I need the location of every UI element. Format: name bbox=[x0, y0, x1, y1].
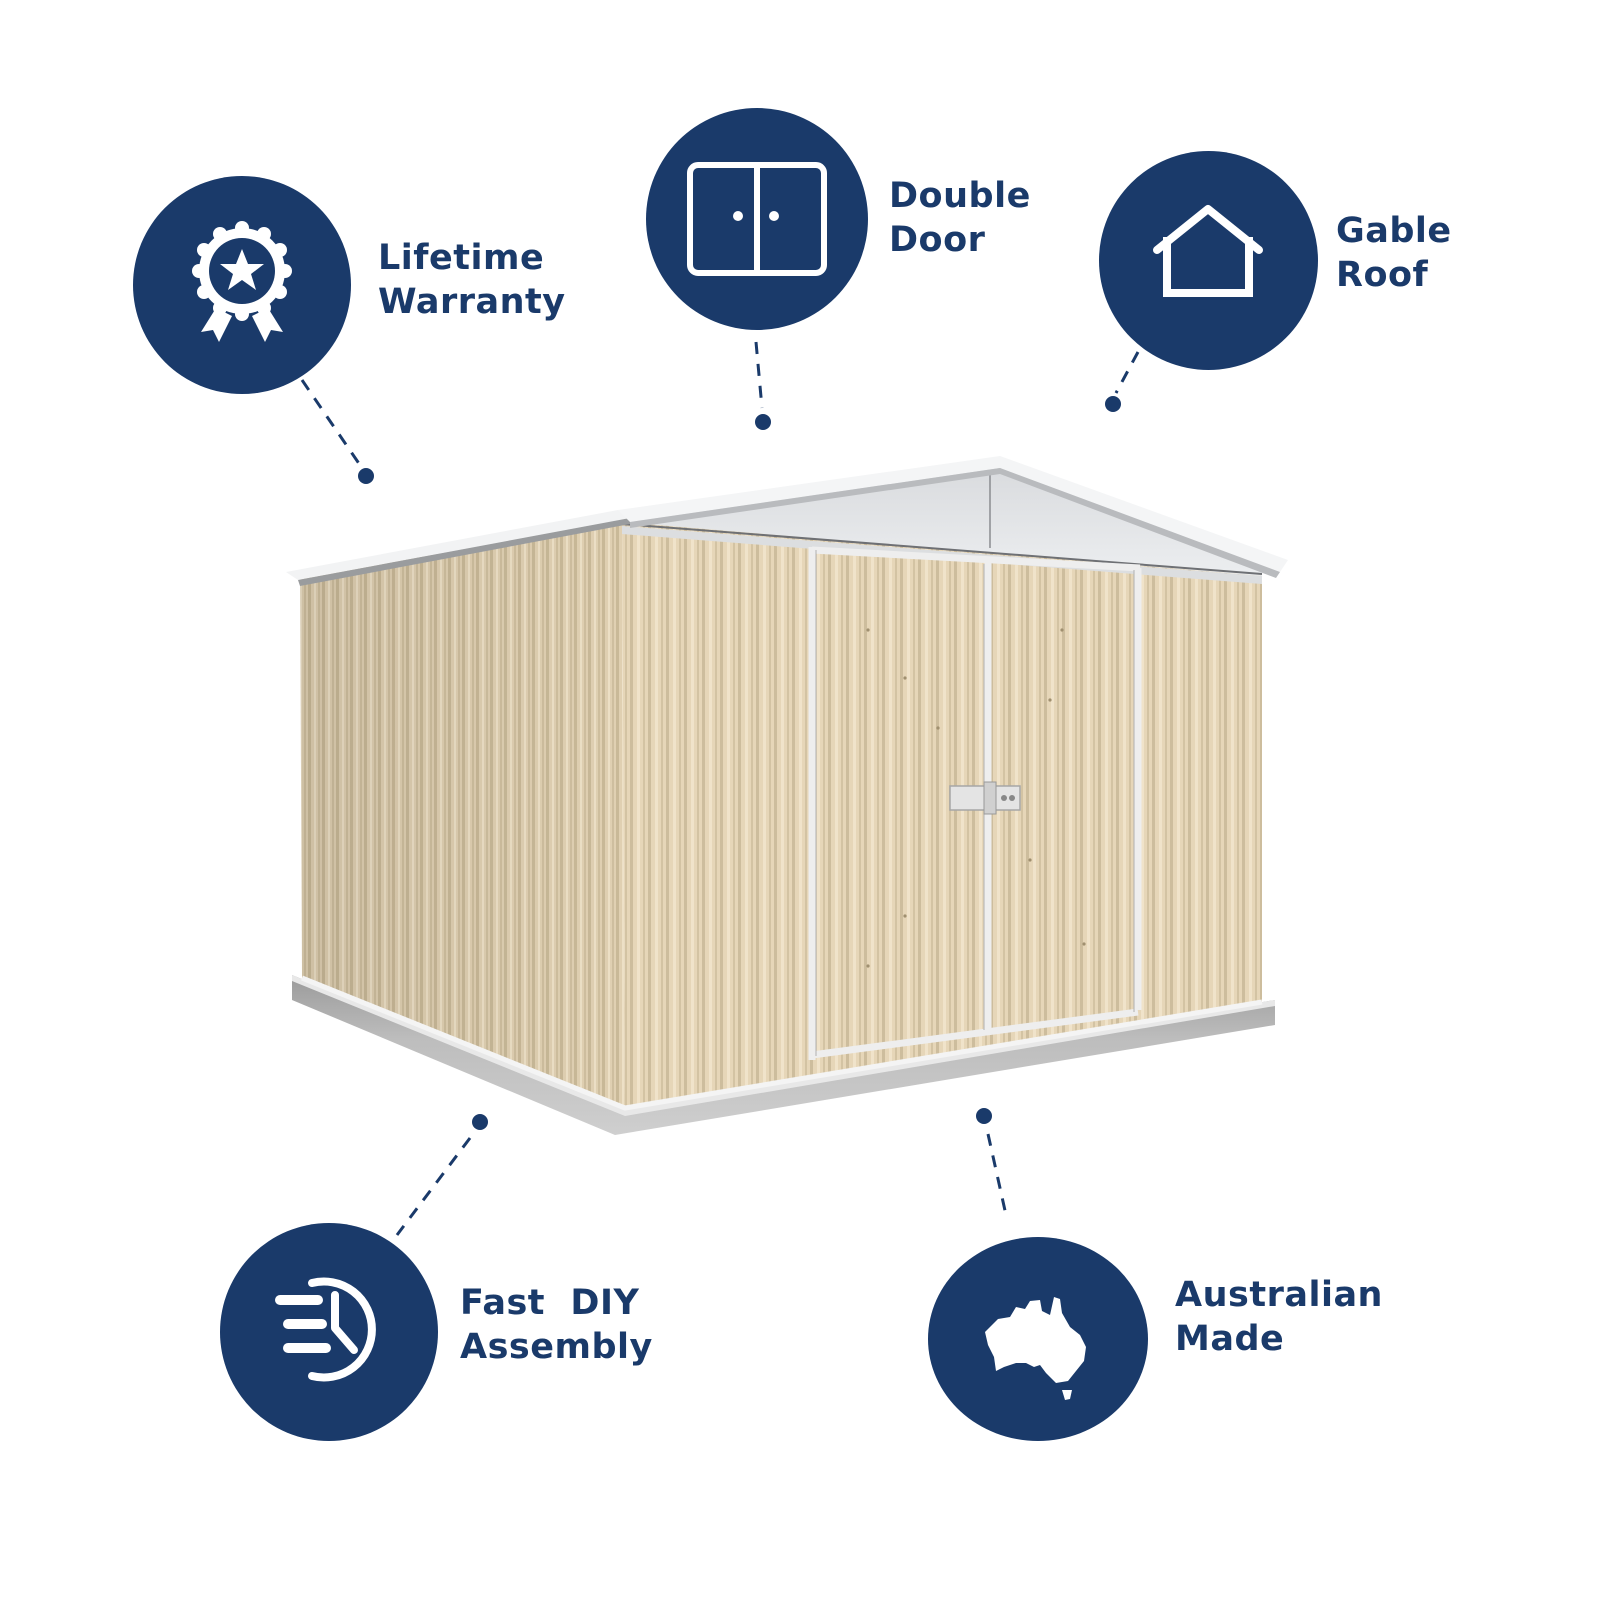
lifetime-warranty-label: Lifetime Warranty bbox=[378, 236, 566, 324]
label-line-2: Door bbox=[889, 220, 986, 260]
shed-roof-eave bbox=[286, 510, 630, 580]
double-door-badge bbox=[646, 108, 868, 330]
double-door-label: Double Door bbox=[889, 174, 1031, 262]
label-line-1: Gable bbox=[1336, 211, 1452, 251]
label-line-2: Roof bbox=[1336, 255, 1429, 295]
australia-map-icon bbox=[985, 1297, 1086, 1400]
lifetime-warranty-badge bbox=[133, 176, 351, 394]
fast-clock-icon bbox=[275, 1277, 376, 1382]
award-ribbon-star-icon bbox=[192, 221, 292, 342]
concrete-slab bbox=[292, 975, 1275, 1135]
label-line-2: Warranty bbox=[378, 282, 566, 322]
australian-made-badge bbox=[928, 1237, 1148, 1441]
label-line-1: Lifetime bbox=[378, 238, 545, 278]
shed-gable bbox=[622, 462, 1262, 576]
shed-roof-fascia bbox=[618, 456, 1288, 572]
label-line-1: Australian bbox=[1175, 1275, 1383, 1315]
house-gable-icon bbox=[1153, 205, 1263, 297]
label-line-1: Double bbox=[889, 176, 1031, 216]
australian-made-label: Australian Made bbox=[1175, 1273, 1383, 1361]
fast-diy-assembly-badge bbox=[220, 1223, 438, 1441]
shed-front-wall bbox=[622, 522, 1262, 1108]
label-line-1: Fast DIY bbox=[460, 1283, 640, 1323]
double-door-icon bbox=[687, 162, 827, 276]
label-line-2: Made bbox=[1175, 1319, 1285, 1359]
gable-roof-badge bbox=[1099, 151, 1318, 370]
gable-roof-label: Gable Roof bbox=[1336, 209, 1452, 297]
door-latch bbox=[949, 781, 1021, 815]
label-line-2: Assembly bbox=[460, 1327, 653, 1367]
fast-diy-assembly-label: Fast DIY Assembly bbox=[460, 1281, 653, 1369]
